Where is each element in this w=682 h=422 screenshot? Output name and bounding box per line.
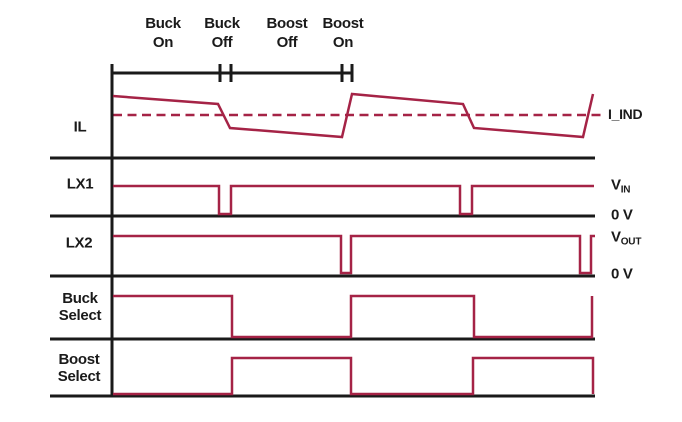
phase-label-text: On [152,34,174,51]
buck-select-waveform [113,294,594,339]
signal-label-text: IL [73,118,87,136]
phase-label-text: On [332,34,354,51]
phase-label-text: Off [211,34,233,51]
signal-label-buck-select: Buck Select [58,290,102,324]
boost-select-waveform [113,356,595,396]
lx1-waveform [113,184,594,216]
annotation-text: V [611,176,621,194]
annotation-text: 0 V [611,265,633,283]
annotation-text: I_IND [608,106,643,122]
annotation-text: 0 V [611,206,633,224]
phase-label-text: Boost [322,15,364,32]
phase-label-text: Buck [145,15,181,32]
annotation-vout: VOUT [611,228,642,248]
annotation-vin: VIN [611,176,631,196]
annotation-lx2-zero-v: 0 V [611,266,633,283]
signal-label-il: IL [74,119,87,136]
annotation-subscript: IN [620,184,631,196]
signal-label-boost-select: Boost Select [57,351,101,385]
phase-label-text: Boost [266,15,308,32]
signal-label-text: Select [57,368,101,385]
signal-label-text: LX2 [65,234,93,252]
phase-label-boost-on: Boost On [323,14,364,52]
signal-label-text: Select [58,307,102,324]
signal-label-text: Buck [62,290,98,307]
annotation-lx1-zero-v: 0 V [611,207,633,224]
annotation-subscript: OUT [620,236,642,248]
il-waveform [112,92,595,139]
lx2-waveform [113,234,595,275]
signal-label-text: LX1 [66,175,94,193]
signal-label-lx2: LX2 [66,235,93,252]
phase-label-text: Buck [204,15,240,32]
phase-label-text: Off [276,34,298,51]
phase-label-buck-off: Buck Off [204,14,240,52]
signal-label-text: Boost [58,351,100,368]
annotation-i-ind: I_IND [608,106,643,122]
phase-label-boost-off: Boost Off [267,14,308,52]
phase-label-buck-on: Buck On [145,14,181,52]
annotation-text: V [611,228,621,246]
signal-label-lx1: LX1 [67,176,94,193]
